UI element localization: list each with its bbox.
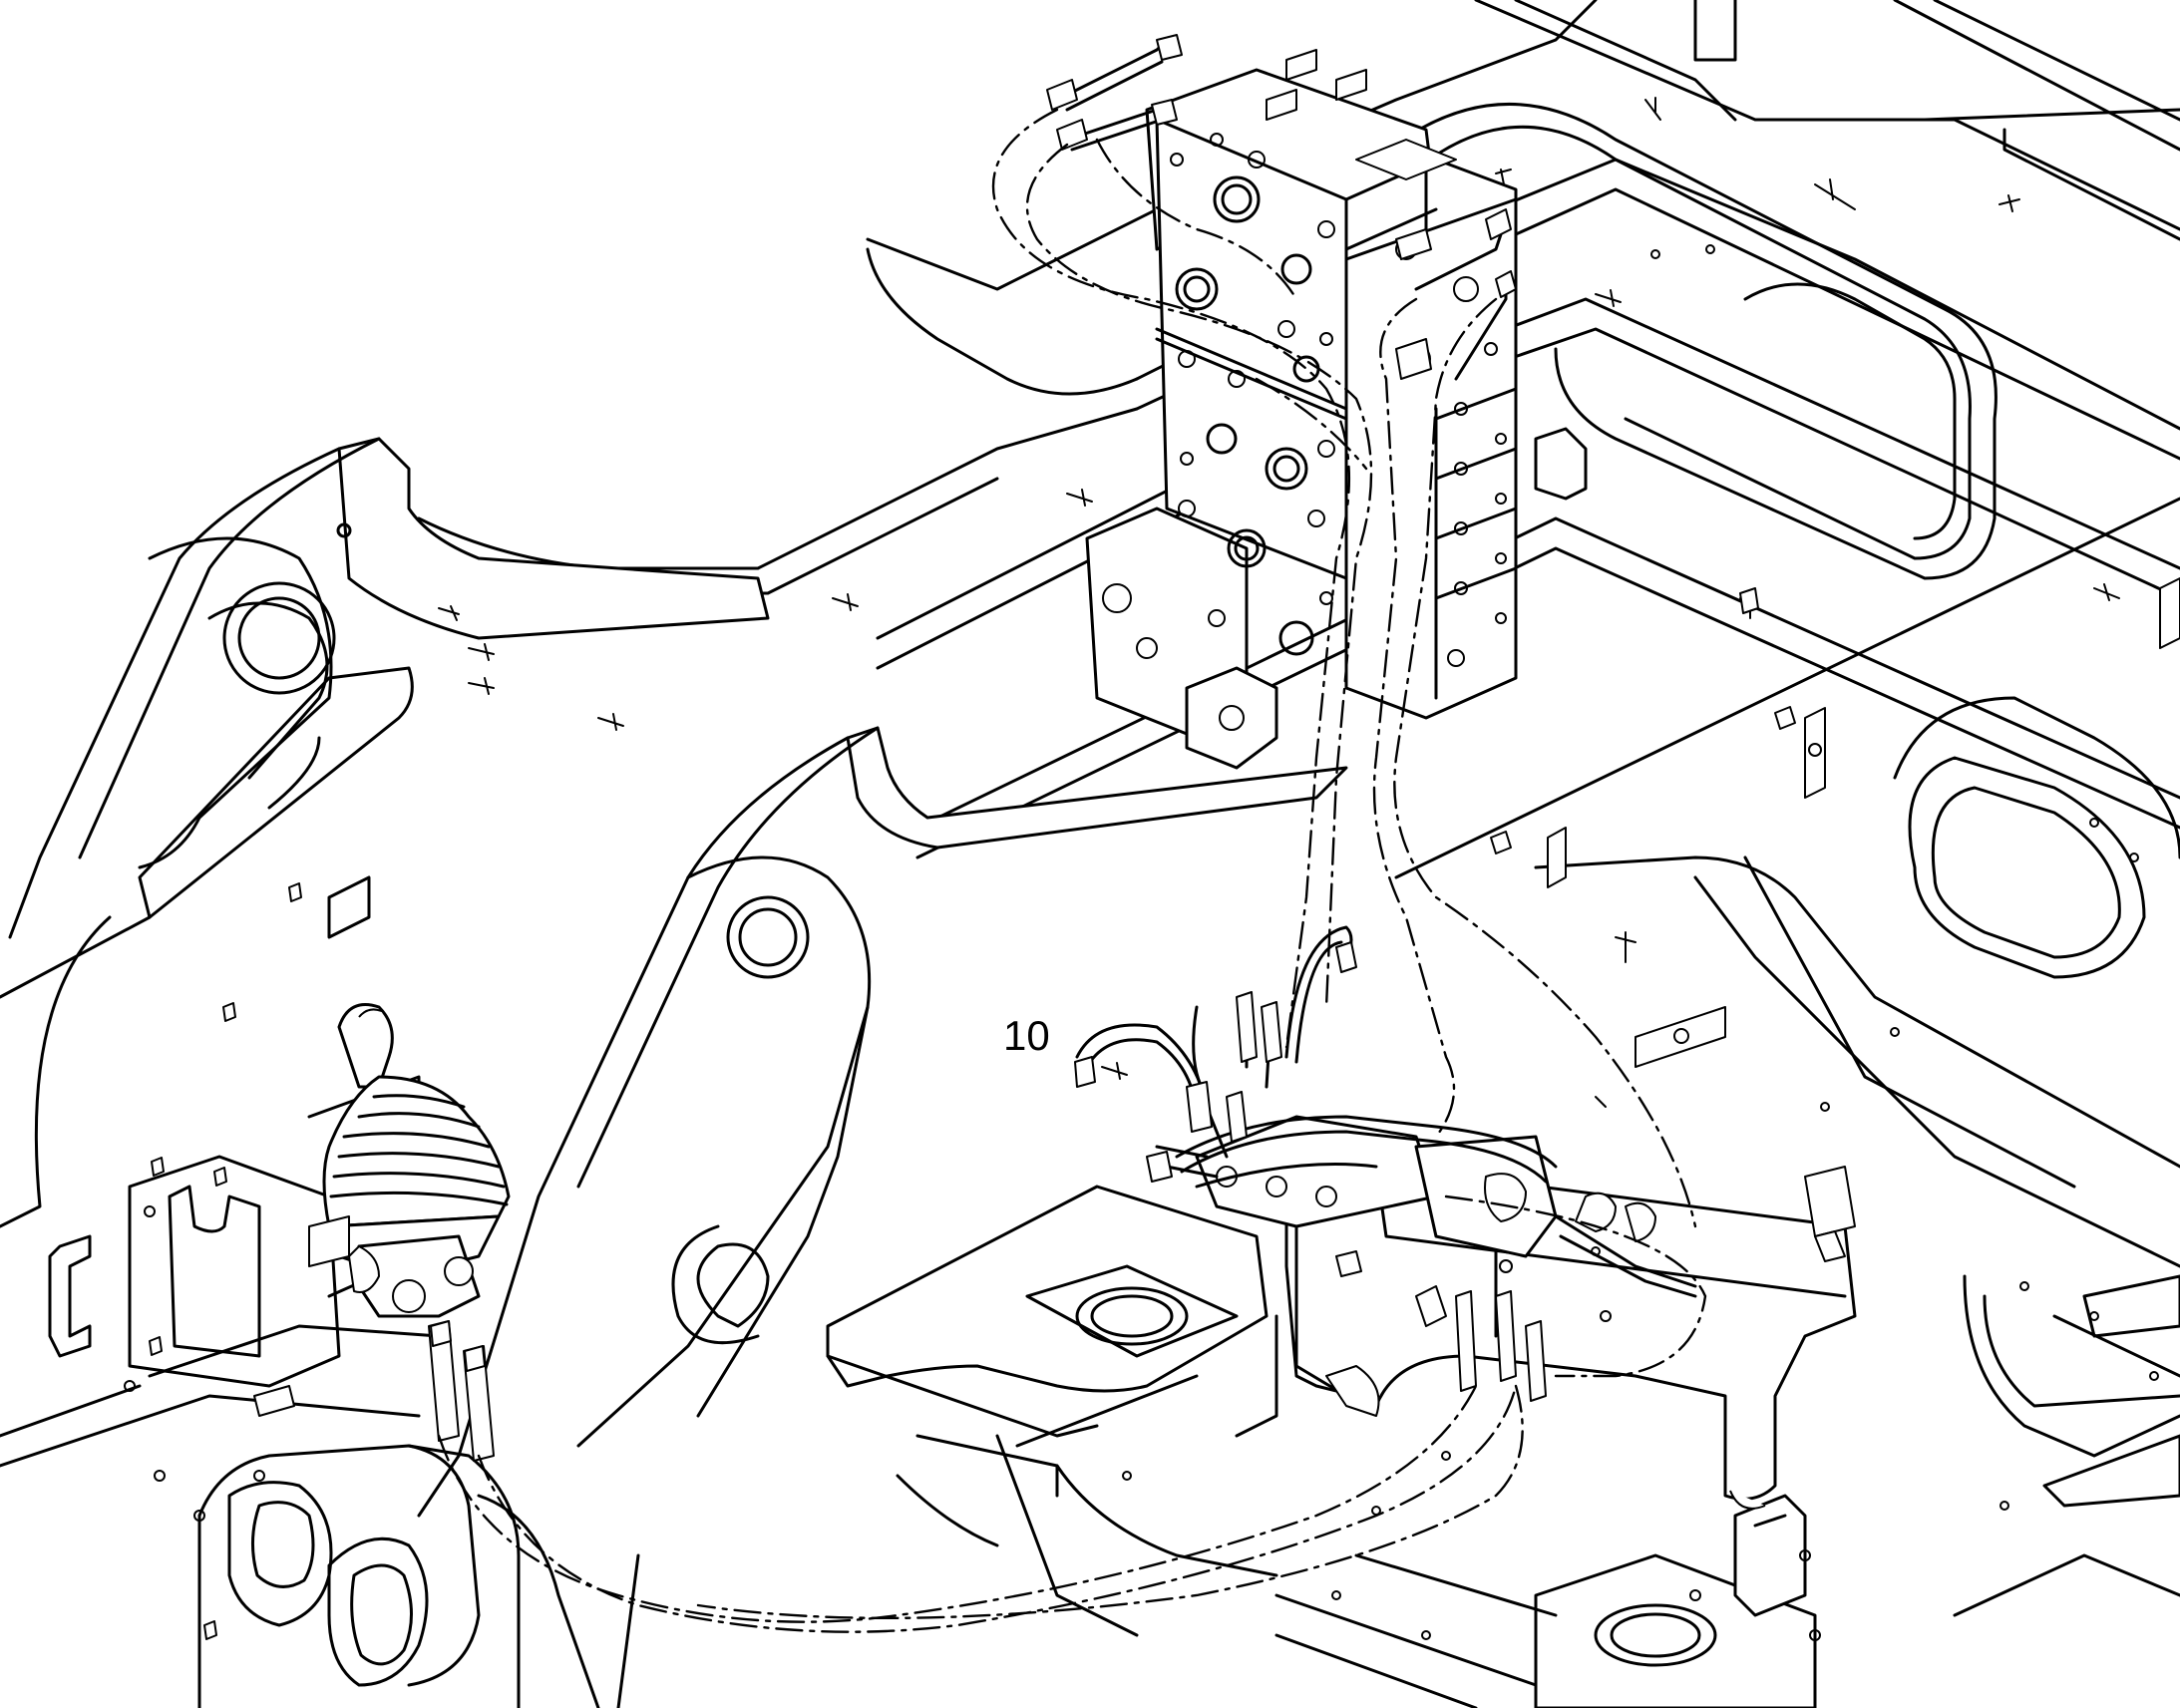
main-control-valve [1085, 49, 1588, 770]
center-boom-bracket [417, 726, 1348, 1518]
left-boom-bracket [0, 437, 770, 1228]
hose-routing-lines [437, 108, 1707, 1633]
center-floor-plate [826, 1185, 1278, 1637]
pilot-hoses [1074, 925, 1558, 1189]
boom-foot-pivot [0, 1324, 640, 1708]
joystick-assembly [308, 1003, 511, 1318]
pilot-valve-bracket [1284, 1165, 1857, 1510]
top-hose-fittings [1046, 34, 1517, 381]
lower-right-frame [1534, 577, 2180, 1508]
fasteners [149, 97, 2159, 1640]
pilot-valve-cluster [1155, 1115, 1697, 1402]
callout-label-10: 10 [1003, 1012, 1050, 1059]
right-floor-plate [1274, 1494, 2180, 1708]
joystick-hoses [428, 1320, 495, 1462]
upper-frame-rails [1374, 0, 2180, 580]
